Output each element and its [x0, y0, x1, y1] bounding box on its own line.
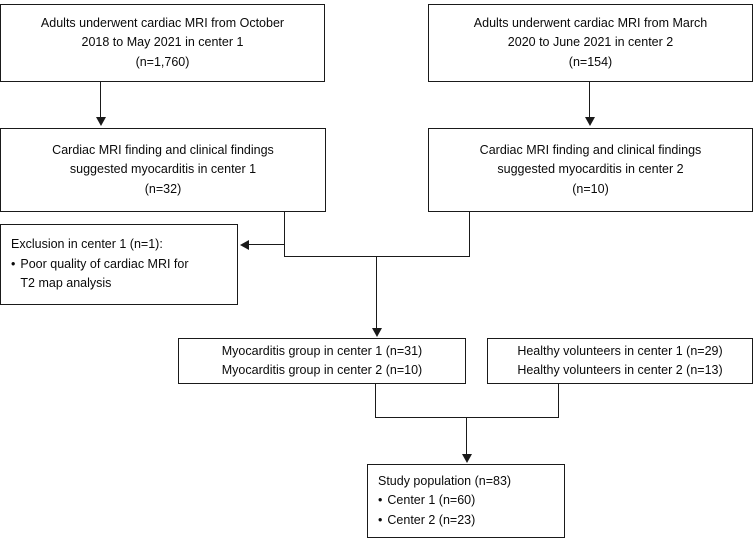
bullet-icon: • [378, 512, 383, 527]
myocarditis-group-line1: Myocarditis group in center 1 (n=31) [221, 343, 423, 358]
source-center2-count: (n=154) [568, 54, 613, 69]
node-source-center1: Adults underwent cardiac MRI from Octobe… [0, 4, 325, 82]
study-population-center1: Center 1 (n=60) [387, 493, 476, 508]
suspected-center2-count: (n=10) [572, 181, 609, 196]
suspected-center1-line1: Cardiac MRI finding and clinical finding… [52, 142, 274, 157]
suspected-center1-line2: suggested myocarditis in center 1 [69, 162, 257, 177]
node-source-center2: Adults underwent cardiac MRI from March … [428, 4, 753, 82]
connector-merge-to-study-population [466, 417, 467, 455]
connector-merge-bar-lower [375, 417, 559, 418]
arrowhead-exclusion-branch [240, 240, 249, 250]
bullet-icon: • [378, 493, 383, 508]
node-healthy-volunteers: Healthy volunteers in center 1 (n=29) He… [487, 338, 753, 384]
myocarditis-group-line2: Myocarditis group in center 2 (n=10) [221, 363, 423, 377]
suspected-center1-count: (n=32) [144, 181, 182, 196]
suspected-center2-line1: Cardiac MRI finding and clinical finding… [479, 142, 702, 157]
source-center1-count: (n=1,760) [135, 54, 190, 69]
node-myocarditis-group: Myocarditis group in center 1 (n=31) Myo… [178, 338, 466, 384]
exclusion-bullet-text: Poor quality of cardiac MRI for T2 map a… [20, 255, 188, 294]
connector-merge-to-myocarditis [376, 256, 377, 329]
arrowhead-source1-to-suspected1 [96, 117, 106, 126]
exclusion-bullet-line2: T2 map analysis [20, 276, 112, 291]
arrowhead-merge-to-study-population [462, 454, 472, 463]
connector-merge-bar [284, 256, 470, 257]
connector-suspected2-drop [469, 212, 470, 257]
arrowhead-merge-to-myocarditis [372, 328, 382, 337]
bullet-icon: • [11, 256, 16, 271]
exclusion-heading: Exclusion in center 1 (n=1): [11, 237, 163, 252]
study-population-bullet-2: • Center 2 (n=23) [378, 511, 475, 530]
source-center2-line1: Adults underwent cardiac MRI from March [473, 15, 708, 30]
exclusion-bullet-line1: Poor quality of cardiac MRI for [20, 256, 189, 271]
suspected-center2-line2: suggested myocarditis in center 2 [497, 162, 684, 177]
connector-myocarditis-drop [375, 384, 376, 418]
source-center1-line2: 2018 to May 2021 in center 1 [81, 35, 244, 50]
node-exclusion-center1: Exclusion in center 1 (n=1): • Poor qual… [0, 224, 238, 305]
node-study-population: Study population (n=83) • Center 1 (n=60… [367, 464, 565, 538]
study-population-heading: Study population (n=83) [378, 473, 512, 488]
arrowhead-source2-to-suspected2 [585, 117, 595, 126]
exclusion-bullet: • Poor quality of cardiac MRI for T2 map… [11, 255, 189, 294]
study-population-center2: Center 2 (n=23) [387, 512, 476, 527]
source-center2-line2: 2020 to June 2021 in center 2 [507, 35, 674, 50]
source-center1-line1: Adults underwent cardiac MRI from Octobe… [40, 15, 285, 30]
study-population-bullet-1: • Center 1 (n=60) [378, 491, 475, 510]
connector-source2-to-suspected2 [589, 82, 590, 118]
healthy-volunteers-line2: Healthy volunteers in center 2 (n=13) [517, 363, 723, 377]
connector-healthy-drop [558, 384, 559, 418]
connector-suspected1-drop [284, 212, 285, 257]
connector-source1-to-suspected1 [100, 82, 101, 118]
healthy-volunteers-line1: Healthy volunteers in center 1 (n=29) [517, 343, 723, 358]
connector-exclusion-branch [249, 244, 285, 245]
node-suspected-center1: Cardiac MRI finding and clinical finding… [0, 128, 326, 212]
node-suspected-center2: Cardiac MRI finding and clinical finding… [428, 128, 753, 212]
